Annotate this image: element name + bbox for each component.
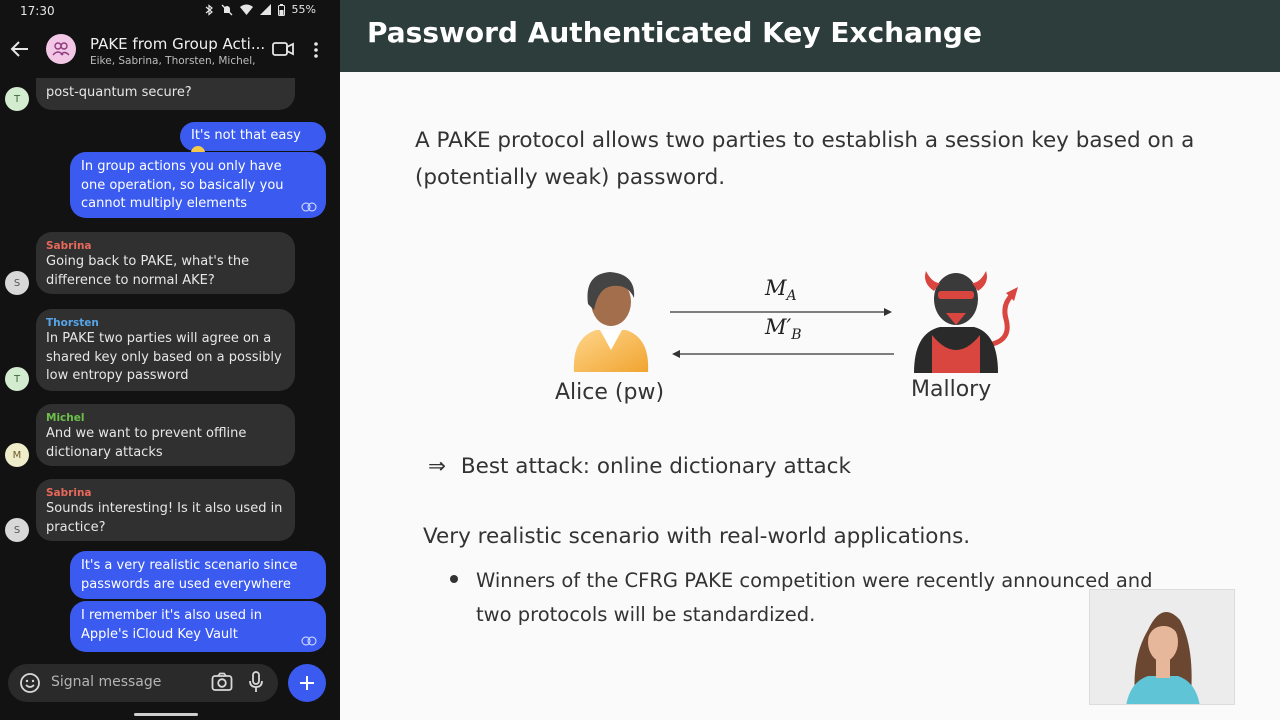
message-bubble[interactable]: Sabrina Sounds interesting! Is it also u… (36, 479, 295, 541)
video-call-icon[interactable] (272, 41, 294, 57)
battery-icon (277, 3, 285, 16)
message-m-b: M′B (765, 315, 802, 343)
message-text: And we want to prevent offline dictionar… (46, 426, 247, 460)
plus-icon (300, 676, 314, 690)
emoji-picker-icon[interactable] (19, 672, 41, 694)
alice-label: Alice (pw) (555, 380, 665, 405)
msg-b-symbol: M′ (765, 315, 792, 339)
mallory-label: Mallory (911, 377, 992, 402)
message-text: In group actions you only have one opera… (81, 159, 284, 211)
mute-icon (221, 4, 233, 15)
signal-phone-screen: 17:30 55% PAKE from Group Acti... Eike, … (0, 0, 340, 720)
status-bar: 17:30 55% (0, 0, 340, 22)
status-time: 17:30 (20, 4, 55, 18)
home-indicator (134, 713, 198, 716)
avatar[interactable]: M (5, 443, 29, 467)
presentation-slide: Password Authenticated Key Exchange A PA… (340, 0, 1280, 720)
cfrg-bullet-text: Winners of the CFRG PAKE competition wer… (476, 564, 1176, 632)
message-m-a: MA (765, 276, 797, 304)
avatar[interactable]: T (5, 367, 29, 391)
message-bubble[interactable]: It's not that easy (180, 122, 326, 160)
back-arrow-icon[interactable] (9, 38, 31, 60)
msg-a-subscript: A (786, 288, 797, 305)
message-text: It's not that easy (191, 128, 301, 143)
message-bubble[interactable]: Thorsten In PAKE two parties will agree … (36, 309, 295, 391)
chat-title[interactable]: PAKE from Group Acti... (90, 35, 265, 53)
message-bubble[interactable]: I remember it's also used in Apple's iCl… (70, 601, 326, 652)
chat-header-overlay: PAKE from Group Acti... Eike, Sabrina, T… (0, 22, 340, 78)
cfrg-bullet-body: Winners of the CFRG PAKE competition wer… (476, 569, 1153, 626)
avatar[interactable]: S (5, 518, 29, 542)
message-sender: Michel (46, 412, 85, 424)
bluetooth-icon (205, 3, 213, 16)
message-bubble[interactable]: Sabrina Going back to PAKE, what's the d… (36, 232, 295, 294)
group-icon (52, 42, 70, 56)
read-receipt-icon (301, 636, 317, 646)
message-text: I remember it's also used in Apple's iCl… (81, 608, 262, 642)
presenter-webcam (1089, 589, 1235, 705)
presenter-video-icon (1090, 590, 1234, 704)
signal-strength-icon (259, 4, 271, 15)
message-sender: Sabrina (46, 487, 92, 499)
message-text: Sounds interesting! Is it also used in p… (46, 501, 283, 535)
message-composer[interactable]: Signal message (8, 664, 278, 702)
microphone-icon[interactable] (248, 671, 264, 693)
message-bubble[interactable]: It's a very realistic scenario since pas… (70, 551, 326, 599)
slide-intro-text: A PAKE protocol allows two parties to es… (415, 128, 1195, 190)
status-icons: 55% (205, 3, 316, 16)
best-attack-text: Best attack: online dictionary attack (460, 454, 851, 479)
message-bubble[interactable]: In group actions you only have one opera… (70, 152, 326, 218)
more-options-icon[interactable] (313, 41, 319, 59)
message-text: In PAKE two parties will agree on a shar… (46, 331, 282, 383)
best-attack-line: ⇒ Best attack: online dictionary attack (428, 454, 851, 479)
message-text: It's a very realistic scenario since pas… (81, 558, 298, 592)
avatar[interactable]: T (5, 87, 29, 111)
group-avatar[interactable] (46, 34, 76, 64)
message-text: post-quantum secure? (46, 85, 192, 100)
message-sender: Thorsten (46, 317, 99, 329)
wifi-icon (239, 4, 253, 15)
msg-b-subscript: B (791, 327, 802, 344)
message-text: Going back to PAKE, what's the differenc… (46, 254, 250, 288)
read-receipt-icon (301, 202, 317, 212)
battery-percent: 55% (291, 3, 316, 16)
avatar[interactable]: S (5, 271, 29, 295)
mallory-devil-icon (914, 271, 1018, 373)
bullet-dot (450, 575, 458, 583)
slide-title: Password Authenticated Key Exchange (367, 16, 982, 49)
message-input[interactable]: Signal message (51, 674, 162, 690)
chat-members: Eike, Sabrina, Thorsten, Michel, (90, 55, 256, 67)
realistic-scenario-text: Very realistic scenario with real-world … (423, 524, 971, 549)
alice-user-icon (573, 272, 649, 372)
arrow-alice-to-mallory (670, 308, 892, 316)
slide-header: Password Authenticated Key Exchange (340, 0, 1280, 72)
implies-symbol: ⇒ (428, 454, 447, 479)
msg-a-symbol: M (765, 276, 787, 300)
camera-icon[interactable] (211, 672, 233, 692)
arrow-mallory-to-alice (672, 350, 894, 358)
attach-plus-button[interactable] (288, 664, 326, 702)
message-bubble[interactable]: Michel And we want to prevent offline di… (36, 404, 295, 466)
message-sender: Sabrina (46, 240, 92, 252)
